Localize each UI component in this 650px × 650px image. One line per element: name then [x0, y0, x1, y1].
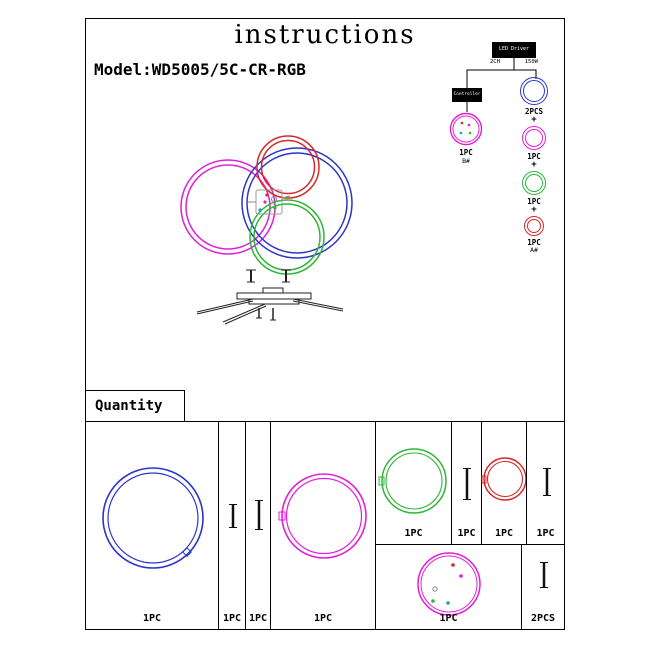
table-cell-rod-3: 1PC [451, 421, 482, 545]
control-panel-part [417, 552, 481, 616]
connector-rod-part [463, 468, 471, 500]
red-ring-qty: 1PC [527, 237, 541, 247]
part-qty: 1PC [222, 613, 242, 624]
connector-rod-part [255, 500, 263, 530]
table-cell-green-ring: 1PC [375, 421, 452, 545]
red-ring-code: A# [530, 245, 538, 254]
panel-code-text: B# [462, 157, 470, 166]
part-qty: 1PC [248, 613, 268, 624]
controller-label: Controller [453, 91, 481, 97]
model-number: Model:WD5005/5C-CR-RGB [94, 60, 306, 79]
controller-box: Controller [452, 88, 482, 102]
part-qty: 1PC [313, 613, 333, 624]
plus-sign: + [531, 159, 537, 170]
table-cell-control-panel: 1PC [375, 544, 522, 630]
red-ring-part [481, 457, 527, 501]
table-cell-rod-4: 1PC [526, 421, 565, 545]
connector-rod-part [543, 468, 551, 496]
part-qty: 2PCS [530, 613, 556, 624]
part-qty: 1PC [142, 613, 162, 624]
large-blue-ring-part [102, 467, 204, 569]
led-driver-label: LED Driver [498, 46, 530, 53]
red-ring-icon [524, 215, 544, 236]
table-cell-rod-1: 1PC [218, 421, 246, 630]
magenta-ring-part [278, 473, 367, 559]
green-ring-qty: 1PC [527, 196, 541, 206]
control-panel-icon [449, 112, 483, 146]
driver-spec-channels: 2CH [490, 59, 500, 65]
quantity-label: Quantity [95, 398, 163, 414]
part-qty: 1PC [439, 613, 458, 624]
magenta-ring-qty: 1PC [527, 151, 541, 161]
driver-spec-watts: 150W [524, 59, 538, 65]
panel-qty-text: 1PC [459, 148, 473, 157]
wiring-connector-lines [466, 58, 537, 112]
mounting-bracket-diagram [196, 269, 344, 325]
page-title: instructions [234, 20, 416, 50]
table-cell-magenta-ring: 1PC [270, 421, 376, 630]
blue-ring-icon [520, 77, 548, 105]
ring-wiring-chain: 2PCS + 1PC + 1PC + 1PC A# [511, 77, 557, 254]
table-cell-rod-2: 1PC [245, 421, 271, 630]
part-qty: 1PC [404, 528, 423, 539]
connector-rod-part [229, 504, 237, 528]
part-qty: 1PC [494, 528, 514, 539]
table-cell-blue-ring: 1PC [85, 421, 219, 630]
table-cell-rod-5: 2PCS [521, 544, 565, 630]
part-qty: 1PC [457, 528, 476, 539]
part-qty: 1PC [536, 528, 555, 539]
plus-sign: + [531, 204, 537, 215]
table-cell-red-ring: 1PC [481, 421, 527, 545]
led-driver-box: LED Driver [492, 42, 536, 58]
green-ring-icon [522, 170, 546, 195]
quantity-header: Quantity [85, 390, 185, 422]
connector-rod-part [540, 562, 548, 588]
blue-ring-qty: 2PCS [524, 107, 544, 116]
plus-sign: + [531, 115, 537, 125]
driver-spec-labels: 2CH 150W [490, 59, 538, 65]
magenta-ring-icon [522, 125, 546, 150]
control-panel-qty: 1PC B# [438, 148, 494, 166]
green-ring-part [378, 448, 447, 514]
